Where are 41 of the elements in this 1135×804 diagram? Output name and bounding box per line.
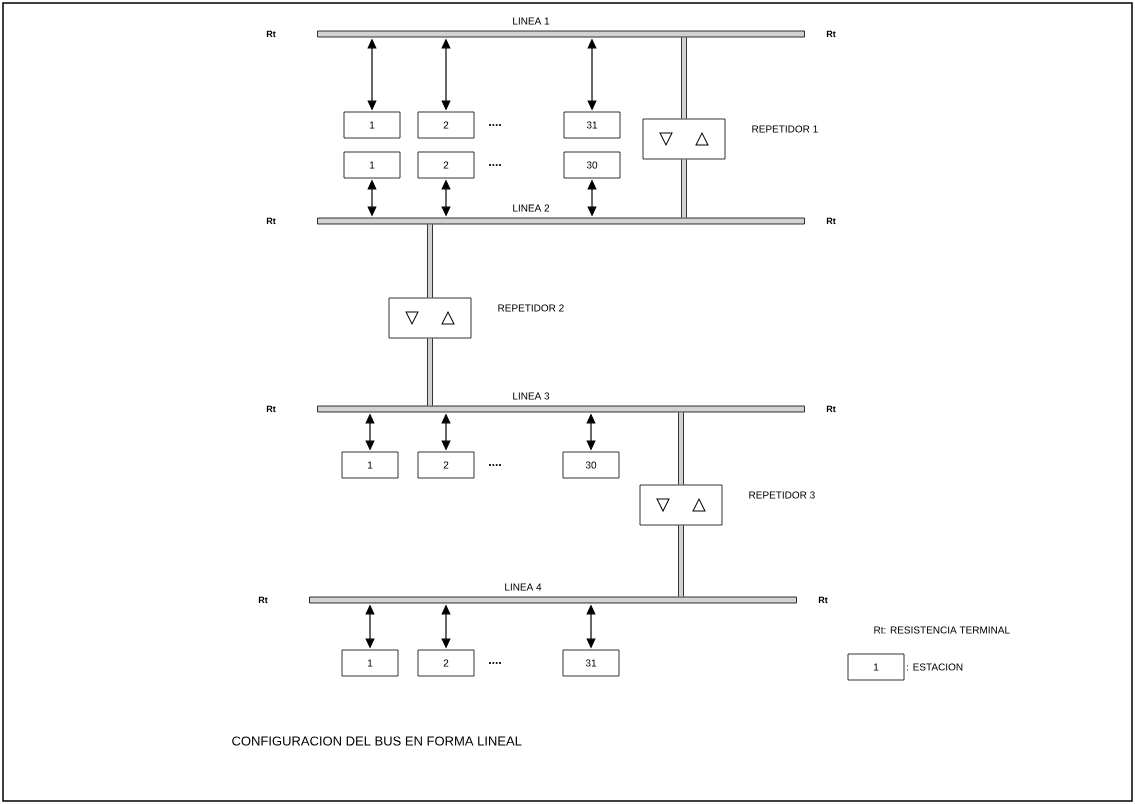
terminal-label: Rt (266, 217, 276, 225)
terminal-note: Rt: RESISTENCIA TERMINAL (874, 626, 1010, 634)
repeater-label: REPETIDOR 1 (752, 125, 818, 133)
caption: CONFIGURACION DEL BUS EN FORMA LINEAL (232, 736, 522, 746)
bus-connection (427, 224, 433, 298)
terminal-label: Rt (826, 30, 836, 38)
station-box: 31 (562, 649, 620, 677)
terminal-label: Rt (818, 596, 828, 604)
bus-connection (678, 525, 684, 597)
bus-connection (681, 37, 687, 119)
ellipsis-dots: .... (489, 164, 501, 166)
bus-connection (681, 159, 687, 218)
line-label: LINEA 2 (513, 204, 550, 212)
ellipsis-dots: .... (489, 464, 501, 466)
terminal-label: Rt (258, 596, 268, 604)
station-box: 30 (563, 151, 621, 179)
station-box: 1 (341, 649, 399, 677)
repeater-label: REPETIDOR 3 (749, 491, 815, 499)
station-description: : ESTACION (907, 663, 963, 671)
terminal-label: Rt (826, 217, 836, 225)
station-box: 1 (341, 451, 399, 479)
bus-connection (427, 338, 433, 406)
station-box: 30 (562, 451, 620, 479)
bus-connection (678, 412, 684, 485)
station-box: 1 (847, 653, 905, 681)
station-box: 2 (417, 111, 475, 139)
terminal-label: Rt (266, 405, 276, 413)
station-box: 1 (343, 111, 401, 139)
line-label: LINEA 3 (513, 392, 550, 400)
station-box: 1 (343, 151, 401, 179)
terminal-label: Rt (826, 405, 836, 413)
station-box: 31 (563, 111, 621, 139)
line-label: LINEA 4 (505, 583, 542, 591)
station-box: 2 (417, 151, 475, 179)
station-box: 2 (417, 649, 475, 677)
terminal-label: Rt (266, 30, 276, 38)
line-label: LINEA 1 (513, 17, 550, 25)
station-box: 2 (417, 451, 475, 479)
repeater-label: REPETIDOR 2 (498, 304, 564, 312)
ellipsis-dots: .... (489, 124, 501, 126)
ellipsis-dots: .... (489, 662, 501, 664)
